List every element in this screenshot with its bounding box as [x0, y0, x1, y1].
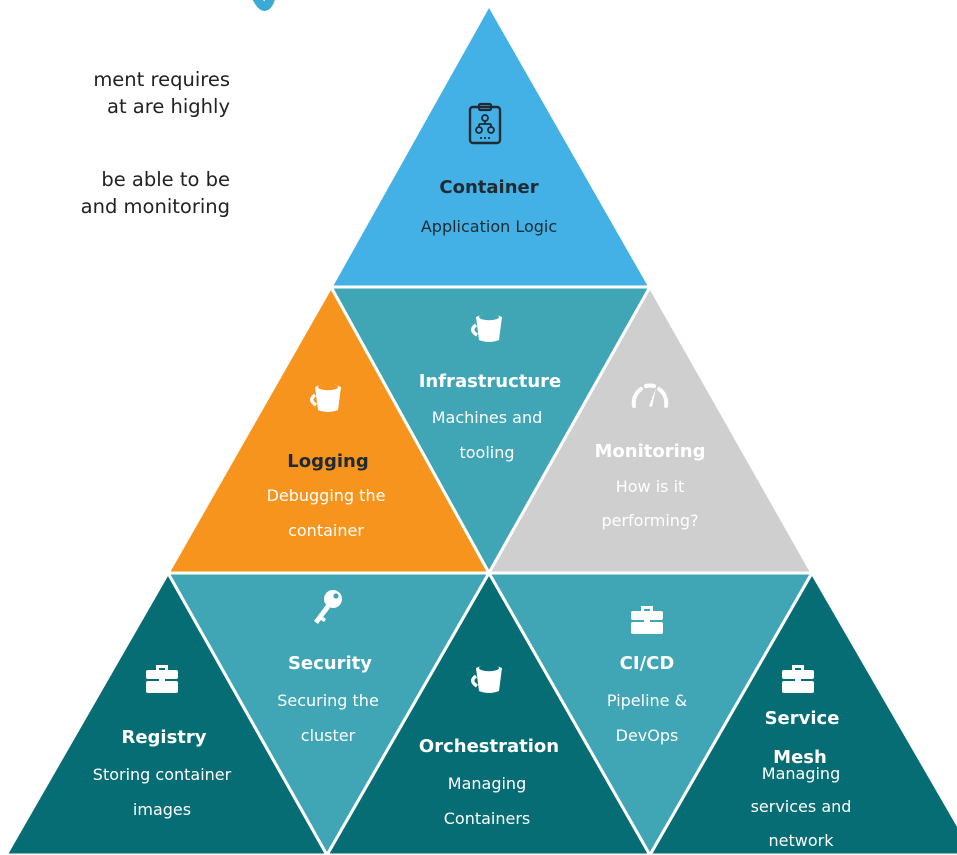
security-desc-line-2: cluster [301, 726, 356, 745]
intro-line-3: be able to be [101, 168, 230, 191]
service-mesh-title-line-2: Mesh [773, 747, 827, 768]
infrastructure-title: Infrastructure [419, 371, 562, 392]
monitoring-title: Monitoring [595, 441, 706, 462]
security-title: Security [288, 653, 372, 674]
infrastructure-desc-line-1: Machines and [432, 408, 543, 427]
cicd-title: CI/CD [620, 653, 675, 674]
logging-title: Logging [287, 451, 368, 472]
monitoring-desc-line-2: performing? [601, 511, 698, 530]
heading-fragment [236, 0, 356, 34]
registry-desc-line-2: images [133, 800, 191, 819]
intro-text: ment requires at are highly be able to b… [0, 66, 230, 220]
service-mesh-title-line-1: Service [765, 708, 840, 729]
orchestration-desc-line-1: Managing [448, 774, 526, 793]
registry-title: Registry [121, 727, 206, 748]
security-desc-line-1: Securing the [277, 691, 379, 710]
monitoring-desc-line-1: How is it [616, 477, 685, 496]
orchestration-desc-line-2: Containers [444, 809, 531, 828]
intro-line-1: ment requires [93, 68, 230, 91]
tri-service-mesh [648, 569, 957, 855]
registry-desc-line-1: Storing container [93, 765, 232, 784]
logging-desc-line-2: container [288, 521, 364, 540]
cicd-desc-line-1: Pipeline & [607, 691, 687, 710]
orchestration-title: Orchestration [419, 736, 559, 757]
service-mesh-desc-line-1: Managing [762, 764, 840, 783]
container-desc: Application Logic [421, 217, 557, 236]
intro-line-4: and monitoring [80, 195, 230, 218]
heading-descender [252, 0, 275, 11]
service-mesh-desc-line-2: services and [751, 797, 852, 816]
logging-desc-line-1: Debugging the [267, 486, 386, 505]
tri-container [328, 1, 653, 289]
infrastructure-desc-line-2: tooling [459, 443, 514, 462]
service-mesh-desc-line-3: network [769, 831, 835, 850]
cicd-desc-line-2: DevOps [616, 726, 679, 745]
container-title: Container [439, 177, 538, 198]
intro-line-2: at are highly [107, 95, 230, 118]
